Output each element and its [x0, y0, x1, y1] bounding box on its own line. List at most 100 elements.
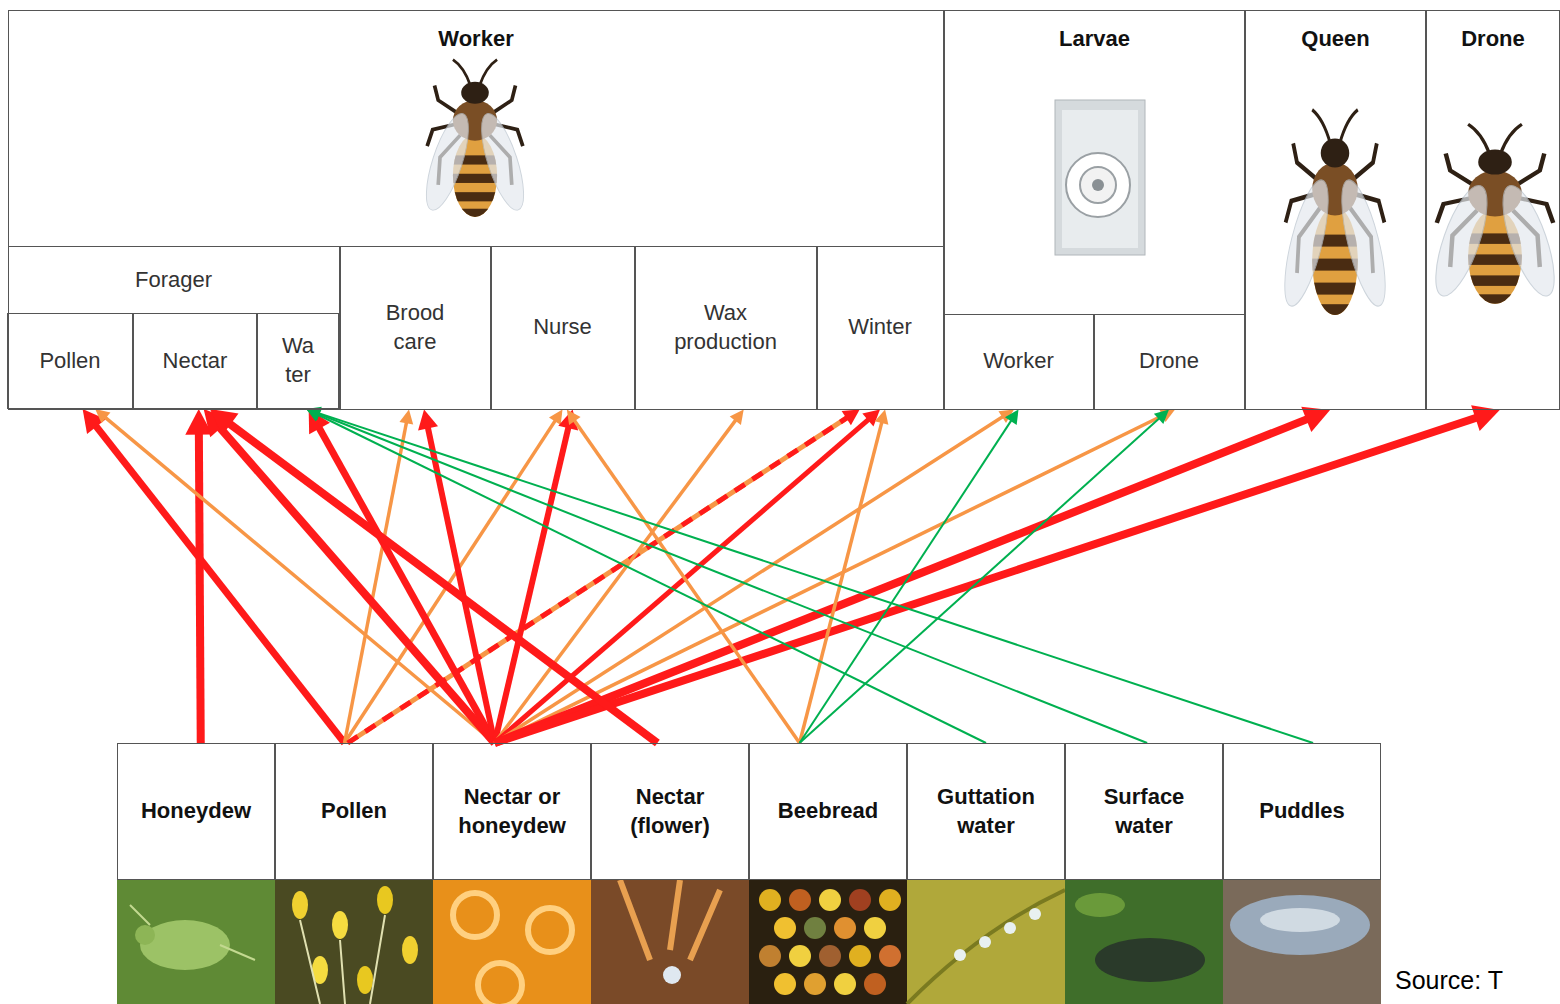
box-label: Surface water — [1074, 783, 1214, 840]
pollen-photo-part — [357, 966, 373, 994]
guttation-photo-part — [907, 890, 1065, 1004]
box-label: Nectar — [163, 347, 228, 376]
beebread-photo-part — [834, 917, 856, 939]
arrow-line — [319, 413, 1314, 743]
arrow-head — [567, 410, 581, 425]
role-box: Drone — [1094, 314, 1245, 410]
honeydew-photo — [117, 880, 275, 1004]
box-label: Wa ter — [280, 332, 316, 389]
pollen-photo-part — [275, 880, 433, 1004]
honey-photo-part — [433, 880, 591, 1004]
role-box: WorkerForagerPollenNectarWa terBrood car… — [8, 10, 944, 410]
source-box: Puddles — [1223, 743, 1381, 880]
group-heading: Queen — [1246, 11, 1425, 67]
flow-arrow — [495, 410, 1014, 744]
arrow-line — [230, 424, 658, 743]
beebread-photo-part — [879, 945, 901, 967]
beebread-photo-part — [759, 945, 781, 967]
source-box: Surface water — [1065, 743, 1223, 880]
nectar-flower-photo-part — [591, 880, 749, 1004]
arrow-line — [220, 428, 495, 743]
flow-arrow — [567, 410, 800, 744]
group-heading: Larvae — [945, 11, 1244, 67]
flow-arrow — [495, 405, 1500, 743]
box-label: Wax production — [656, 299, 796, 356]
role-box: LarvaeWorkerDrone — [944, 10, 1245, 410]
surface-water-photo-part — [1075, 893, 1125, 917]
beebread-photo-part — [834, 973, 856, 995]
arrow-line — [800, 422, 882, 743]
larva-picture-part — [1092, 179, 1104, 191]
role-box: Nectar — [133, 313, 257, 409]
arrow-head — [549, 410, 563, 426]
pollen-photo — [275, 880, 433, 1004]
nectar-flower-photo-part — [620, 880, 720, 960]
flow-arrow — [495, 410, 880, 744]
nectar-flower-photo — [591, 880, 749, 1004]
beebread-photo-part — [864, 973, 886, 995]
larva-picture-part — [1055, 100, 1145, 255]
box-label: Nectar (flower) — [600, 783, 740, 840]
arrow-head — [875, 410, 889, 425]
arrow-line — [495, 419, 1308, 743]
group-heading: Drone — [1427, 11, 1559, 67]
honey-photo-part — [453, 893, 497, 937]
arrow-head — [418, 410, 438, 431]
beebread-photo-part — [774, 917, 796, 939]
flow-arrow — [306, 409, 986, 743]
beebread-photo-part — [819, 889, 841, 911]
puddle-photo-part — [1260, 908, 1340, 932]
larva-picture-part — [1066, 153, 1130, 217]
arrow-head — [1154, 410, 1169, 425]
honeydew-photo-part — [130, 905, 255, 960]
beebread-photo — [749, 880, 907, 1004]
beebread-photo-part — [879, 889, 901, 911]
puddle-photo — [1223, 880, 1381, 1004]
larva-picture-part — [1062, 110, 1138, 248]
honey-photo-part — [528, 908, 572, 952]
role-box: ForagerPollenNectarWa ter — [8, 246, 340, 410]
arrow-line — [495, 417, 1003, 743]
guttation-photo — [907, 880, 1065, 1004]
pollen-photo-part — [332, 911, 348, 939]
role-box: Pollen — [7, 313, 133, 409]
pollen-photo-part — [300, 915, 385, 1004]
beebread-photo-part — [789, 889, 811, 911]
box-label: Guttation water — [916, 783, 1056, 840]
drone-bee — [1425, 124, 1560, 307]
arrow-head — [210, 409, 239, 435]
arrow-line — [199, 434, 201, 743]
source-box: Beebread — [749, 743, 907, 880]
role-box: Wax production — [635, 246, 817, 410]
beebread-photo-part — [749, 880, 907, 1004]
flow-arrow — [800, 410, 1169, 744]
queen-bee — [1276, 110, 1394, 319]
role-box: Nurse — [491, 246, 635, 410]
arrow-line — [800, 418, 1160, 743]
source-box: Nectar (flower) — [591, 743, 749, 880]
arrow-head — [1301, 407, 1330, 432]
arrow-head — [399, 410, 413, 425]
pollen-photo-part — [377, 886, 393, 914]
role-box: Winter — [817, 246, 944, 410]
surface-water-photo — [1065, 880, 1223, 1004]
arrow-head — [1005, 410, 1019, 426]
arrow-head — [95, 409, 110, 423]
box-label: Nectar or honeydew — [442, 783, 582, 840]
box-label: Puddles — [1259, 797, 1345, 826]
arrow-line — [495, 418, 1477, 743]
honey-photo — [433, 880, 591, 1004]
worker-bee — [418, 60, 532, 220]
arrow-head — [730, 410, 744, 425]
role-box: Worker — [944, 314, 1094, 410]
role-box: Queen — [1245, 10, 1426, 410]
box-label: Brood care — [370, 299, 460, 356]
box-label: Winter — [848, 313, 912, 342]
arrow-line — [319, 428, 495, 743]
box-label: Honeydew — [141, 797, 251, 826]
arrow-line — [318, 415, 986, 743]
larva-picture-part — [1080, 167, 1116, 203]
guttation-photo-part — [1004, 922, 1016, 934]
box-label: Beebread — [778, 797, 878, 826]
puddle-photo-part — [1230, 895, 1370, 955]
